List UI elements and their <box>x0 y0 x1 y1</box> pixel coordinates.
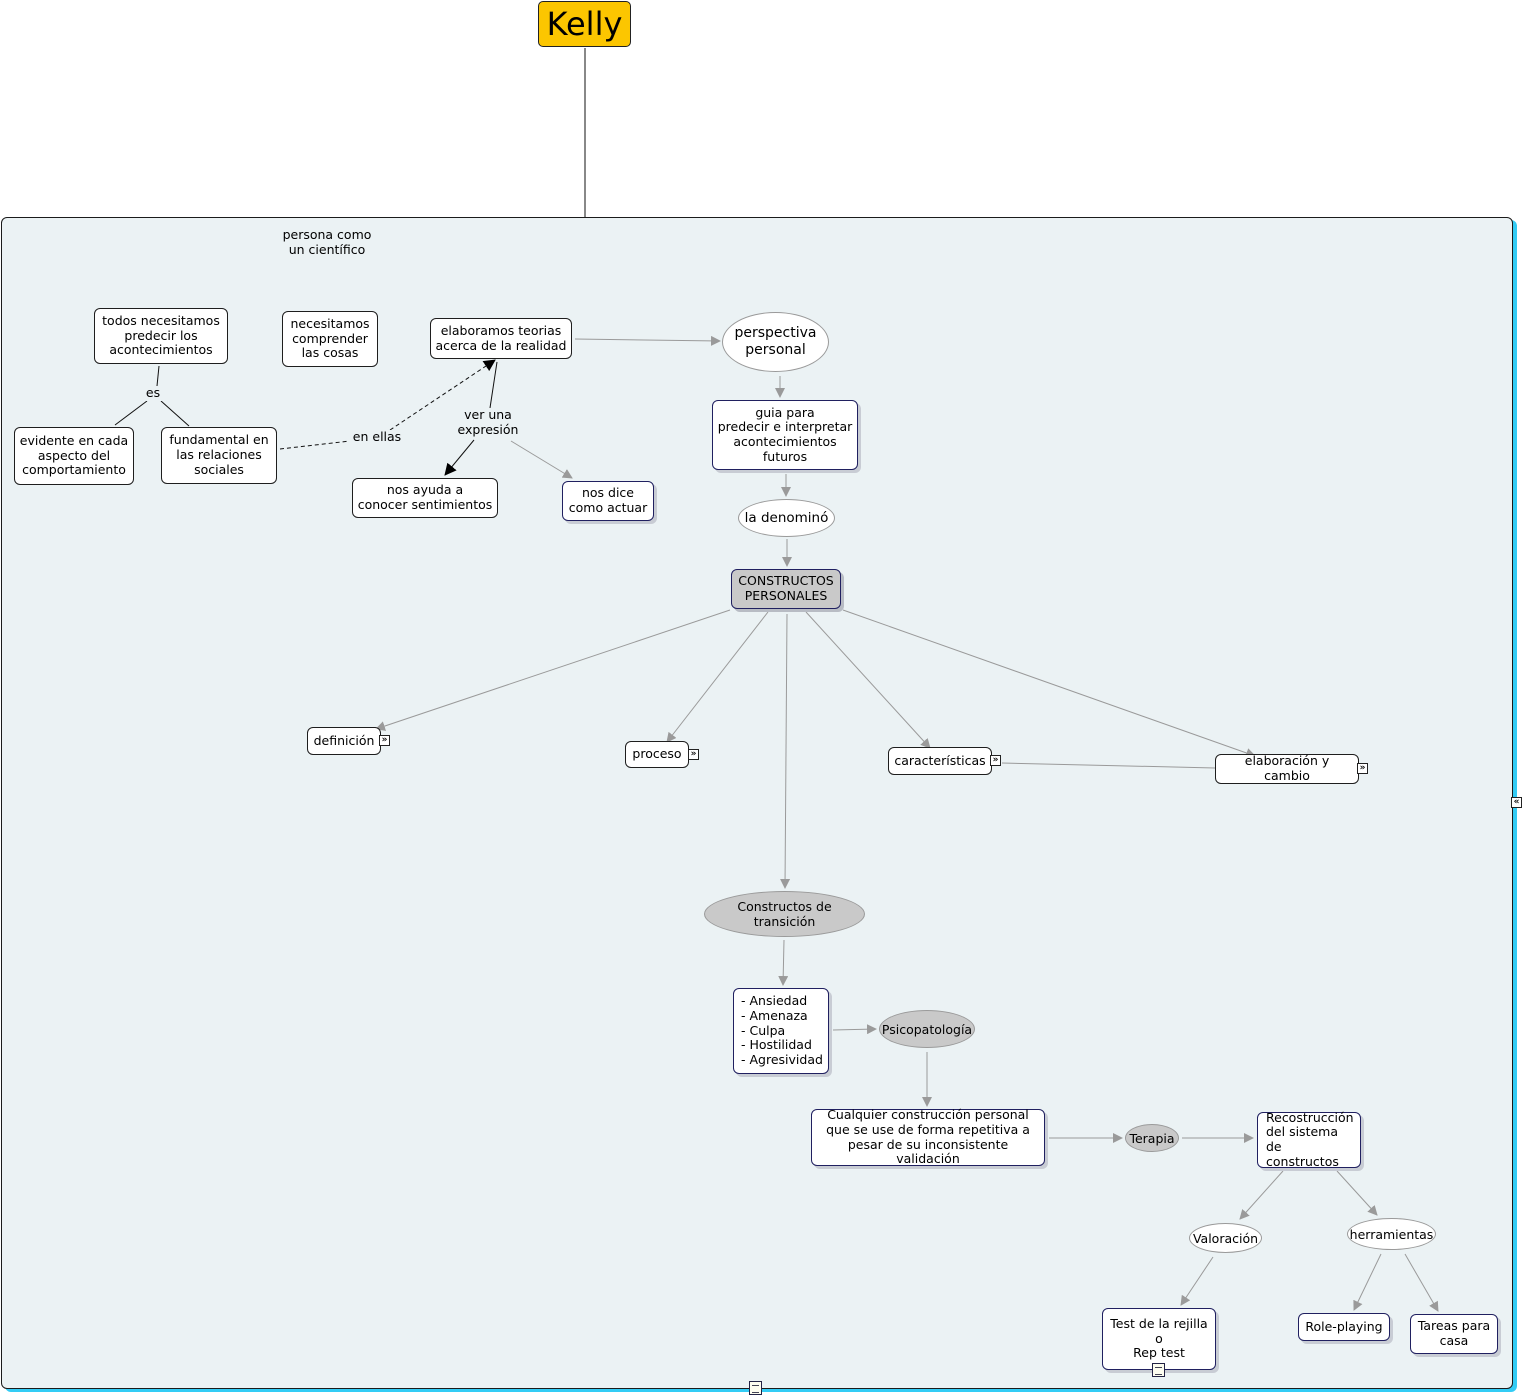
expand-definicion-icon[interactable]: » <box>379 735 390 746</box>
node-constructos-personales[interactable]: CONSTRUCTOS PERSONALES <box>731 569 841 609</box>
link-caracteristicas-elaboracion <box>1001 762 1216 769</box>
node-todos-necesitamos[interactable]: todos necesitamos predecir los acontecim… <box>94 308 228 364</box>
link-herramientas-role <box>1353 1253 1382 1311</box>
node-elaboramos-teorias[interactable]: elaboramos teorias acerca de la realidad <box>430 318 572 359</box>
link-elaboramos-perspectiva <box>574 335 721 346</box>
node-definicion[interactable]: definición <box>307 727 381 755</box>
link-es-fundamental <box>160 400 190 427</box>
link-constructos-proceso <box>666 611 769 743</box>
node-constructos-transicion[interactable]: Constructos de transición <box>704 891 865 937</box>
link-constructos-transicion <box>780 613 791 889</box>
link-transicion-lista <box>778 939 789 986</box>
expand-caracteristicas-icon[interactable]: » <box>990 755 1001 766</box>
link-constructos-caracteristicas <box>805 611 931 749</box>
node-caracteristicas[interactable]: características <box>888 747 992 775</box>
node-tareas-casa[interactable]: Tareas para casa <box>1410 1314 1498 1354</box>
link-reconstruccion-herramientas <box>1336 1170 1378 1216</box>
link-constructos-elaboracion <box>842 609 1256 758</box>
node-terapia[interactable]: Terapia <box>1125 1124 1179 1152</box>
node-valoracion[interactable]: Valoración <box>1189 1223 1262 1253</box>
node-role-playing[interactable]: Role-playing <box>1298 1313 1390 1341</box>
node-perspectiva-personal[interactable]: perspectiva personal <box>722 312 829 372</box>
link-constructos-definicion <box>375 609 731 731</box>
link-expresion-dice <box>510 440 573 479</box>
link-valoracion-test <box>1180 1256 1214 1306</box>
node-guia[interactable]: guia para predecir e interpretar acontec… <box>712 400 858 470</box>
link-label-es: es <box>140 385 166 401</box>
collapse-panel-icon[interactable]: « <box>1511 797 1522 808</box>
node-elaboracion-cambio[interactable]: elaboración y cambio <box>1215 753 1359 784</box>
node-la-denomino[interactable]: la denominó <box>738 499 835 537</box>
link-es-evidente <box>114 400 148 426</box>
link-reconstruccion-valoracion <box>1239 1170 1284 1220</box>
node-herramientas[interactable]: herramientas <box>1347 1218 1436 1250</box>
node-psicopatologia[interactable]: Psicopatología <box>879 1010 975 1048</box>
link-expresion-elaboramos <box>489 361 498 409</box>
link-enellas-elaboramos <box>389 359 496 431</box>
node-necesitamos-comprender[interactable]: necesitamos comprender las cosas <box>282 311 378 367</box>
root-kelly[interactable]: Kelly <box>538 1 631 47</box>
link-lista-psicopatologia <box>832 1024 877 1035</box>
panel-title: persona como un científico <box>282 227 372 257</box>
node-evidente[interactable]: evidente en cada aspecto del comportamie… <box>14 427 134 485</box>
node-test-rejilla[interactable]: Test de la rejilla o Rep test <box>1102 1308 1216 1370</box>
expand-proceso-icon[interactable]: » <box>688 749 699 760</box>
expand-elaboracion-icon[interactable]: » <box>1357 763 1368 774</box>
node-proceso[interactable]: proceso <box>625 741 689 768</box>
document-icon[interactable] <box>1152 1363 1165 1377</box>
link-expresion-ayuda <box>444 439 475 476</box>
link-todos-es <box>156 365 160 387</box>
node-lista-emociones[interactable]: - Ansiedad - Amenaza - Culpa - Hostilida… <box>733 988 829 1074</box>
node-cualquier-construccion[interactable]: Cualquier construcción personal que se u… <box>811 1107 1045 1166</box>
link-label-en-ellas: en ellas <box>348 429 406 445</box>
link-label-ver-expresion: ver una expresión <box>453 407 523 438</box>
panel-document-icon[interactable] <box>749 1381 762 1395</box>
link-fundamental-enellas <box>279 440 351 450</box>
node-reconstruccion[interactable]: Recostrucción del sistema de constructos <box>1257 1110 1361 1169</box>
node-nos-ayuda[interactable]: nos ayuda a conocer sentimientos <box>352 478 498 518</box>
node-nos-dice[interactable]: nos dice como actuar <box>562 481 654 521</box>
link-herramientas-tareas <box>1404 1253 1439 1312</box>
node-fundamental[interactable]: fundamental en las relaciones sociales <box>161 427 277 484</box>
